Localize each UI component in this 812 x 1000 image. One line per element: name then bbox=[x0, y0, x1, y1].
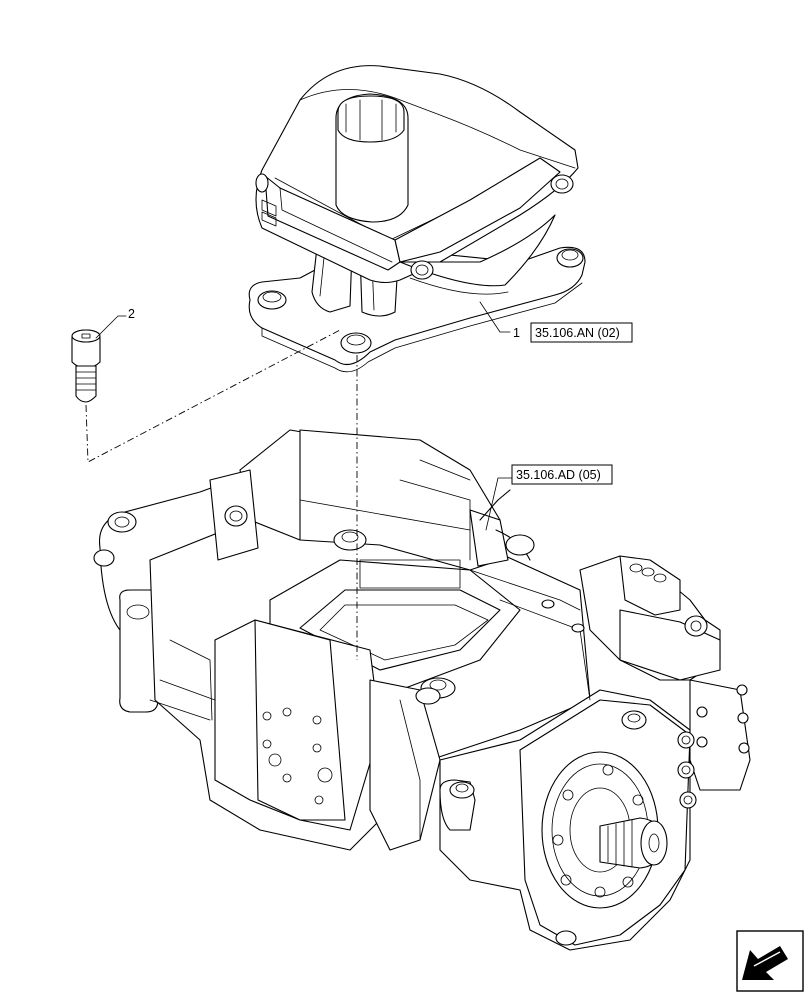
leader-lines bbox=[95, 301, 513, 531]
part-1-valve-cover[interactable] bbox=[248, 65, 586, 373]
hydraulic-pump-assembly bbox=[93, 429, 751, 951]
callout-number-2: 2 bbox=[128, 307, 135, 321]
callout-number-1: 1 bbox=[513, 326, 520, 340]
callout-ref-1[interactable]: 35.106.AN (02) bbox=[535, 326, 620, 340]
part-2-cap-screw[interactable] bbox=[71, 329, 101, 403]
arrow-navigation-icon[interactable] bbox=[736, 930, 804, 992]
assembly-lines bbox=[85, 329, 358, 660]
callout-ref-box-pump[interactable] bbox=[511, 464, 613, 485]
nav-arrow-highlight bbox=[753, 951, 781, 967]
callout-ref-pump[interactable]: 35.106.AD (05) bbox=[516, 468, 601, 482]
callout-ref-box-1[interactable] bbox=[530, 322, 633, 343]
